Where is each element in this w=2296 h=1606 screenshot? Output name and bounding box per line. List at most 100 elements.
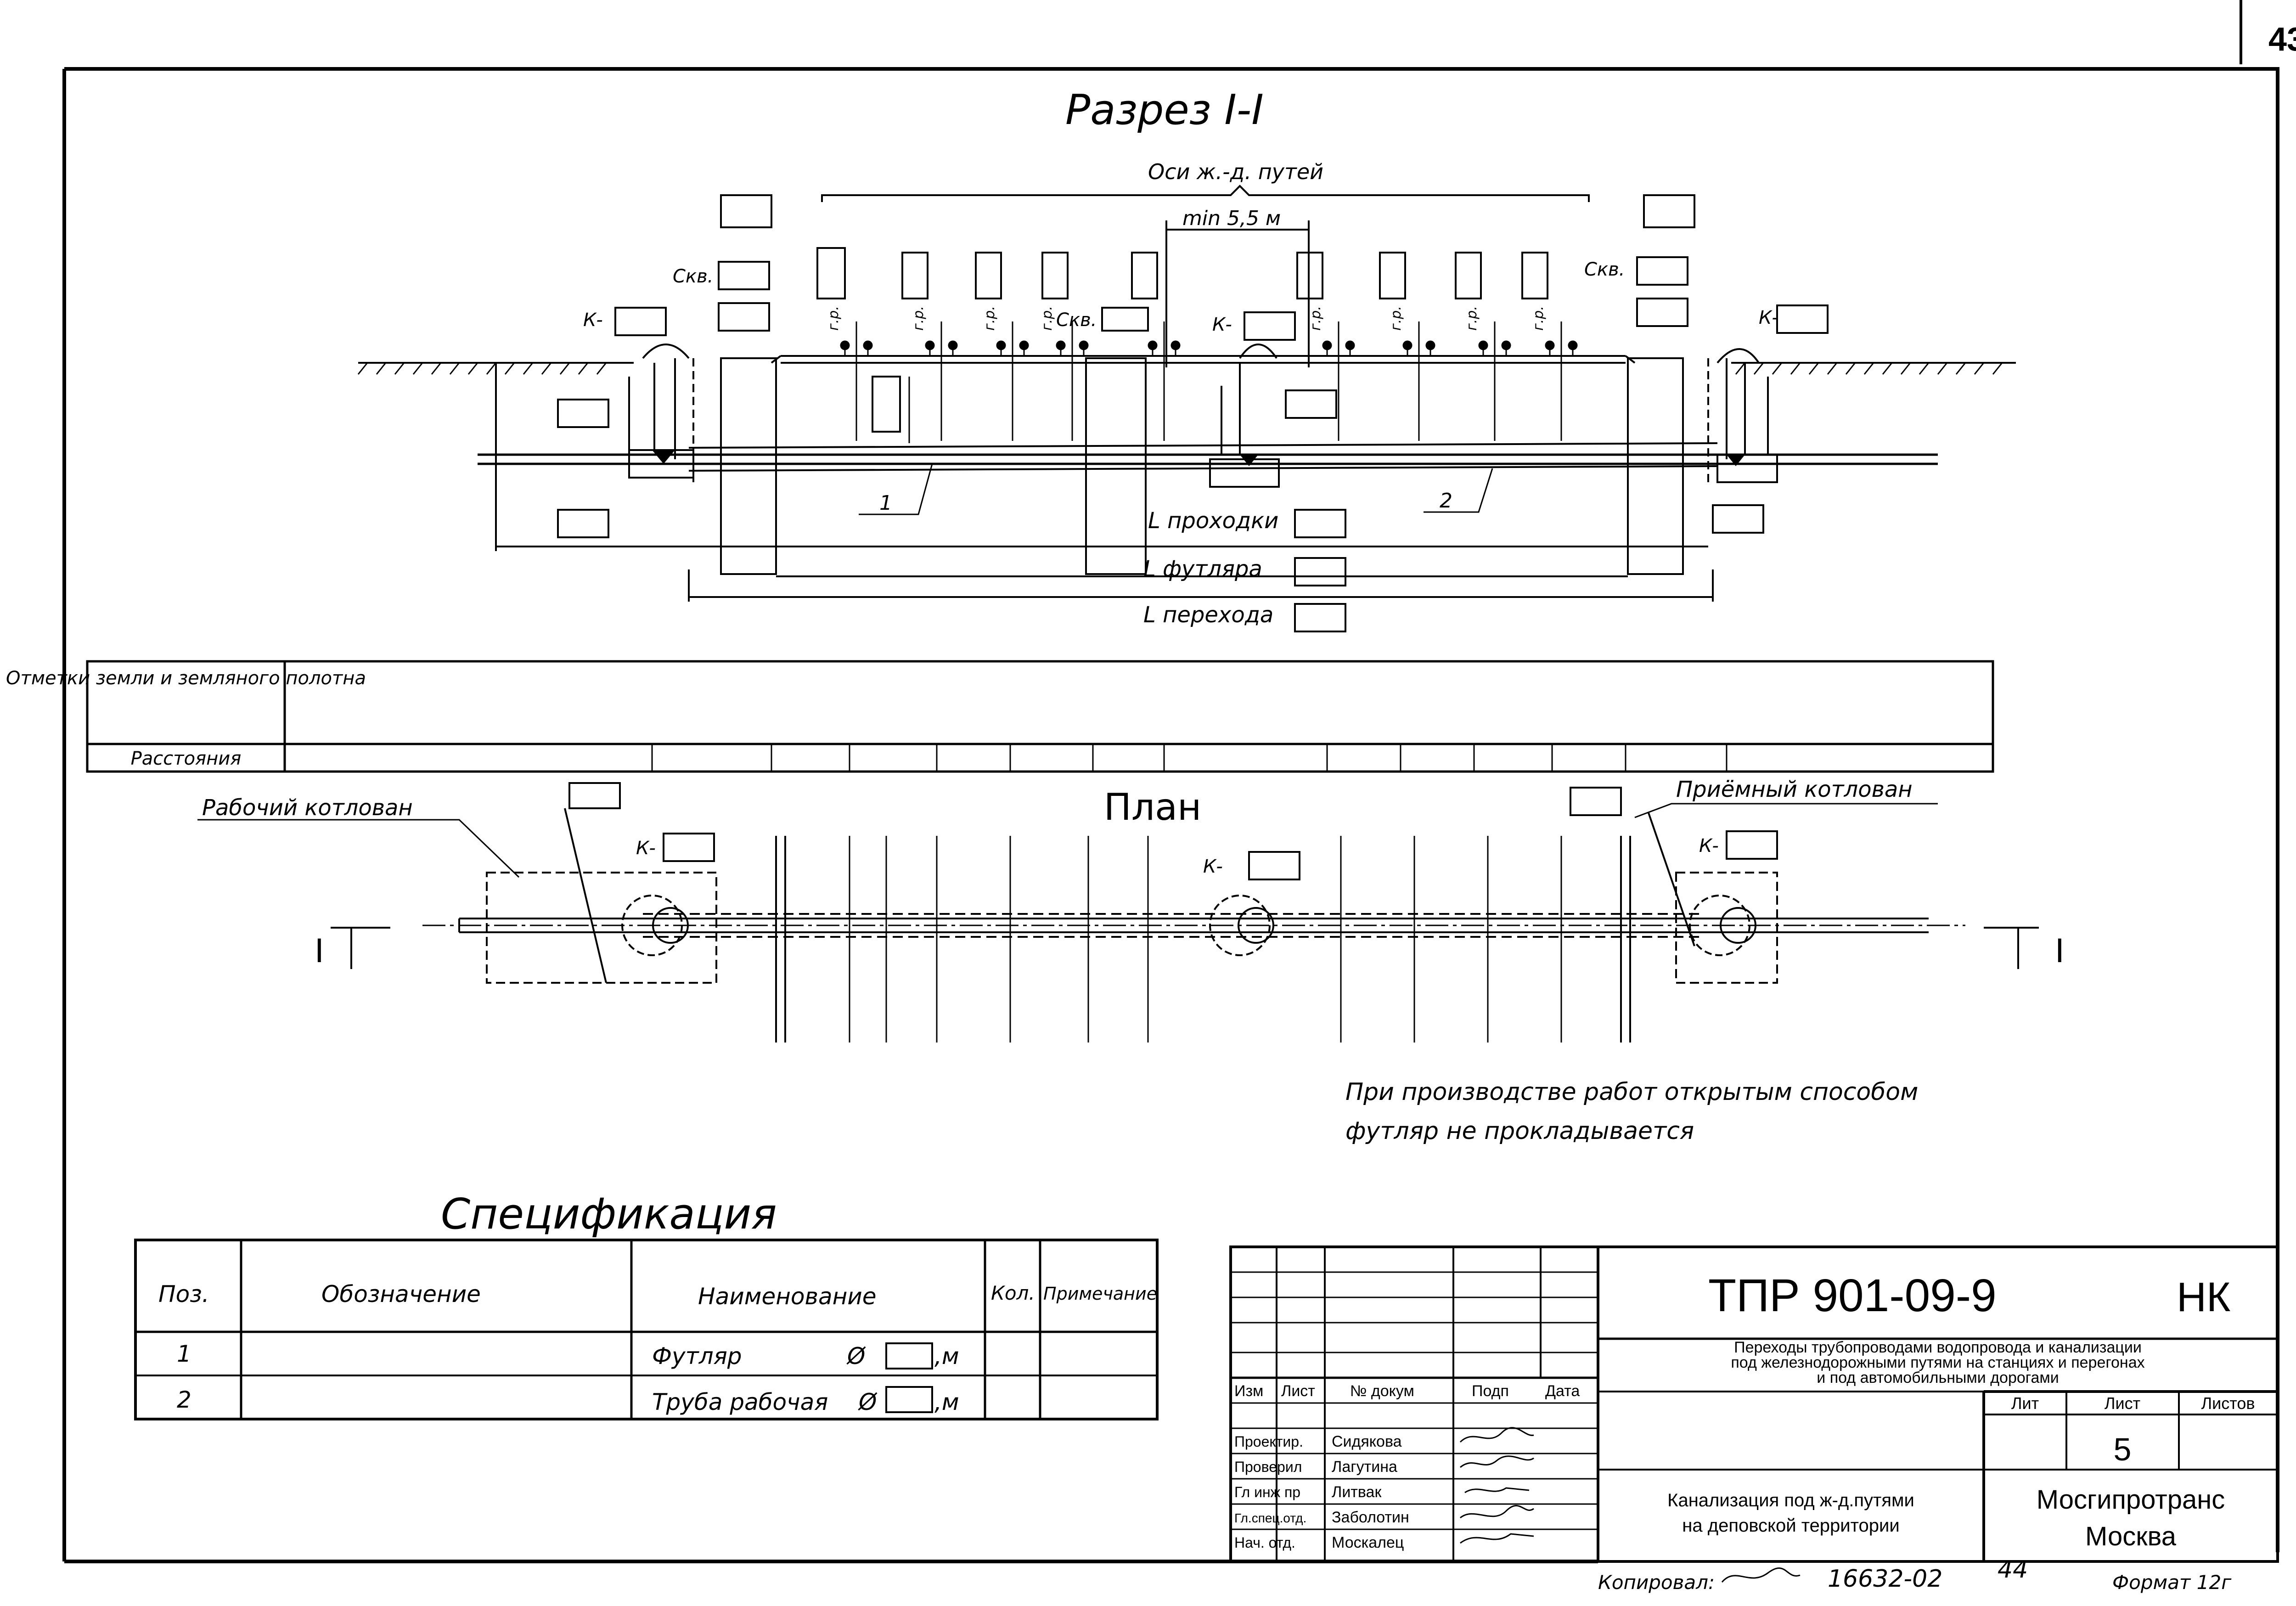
svg-text:Отметки земли и земляного поло: Отметки земли и земляного полотна [6,668,366,689]
format-label: Формат 12г [2112,1571,2232,1594]
section-marks [331,927,2039,969]
k-label: К- [1203,856,1223,877]
page-number: 44 [1998,1556,2028,1583]
rail-label: г.р. [1531,306,1547,331]
person-name: Литвак [1332,1483,1382,1501]
person-name: Заболотин [1332,1509,1409,1526]
rail-label: г.р. [982,306,998,331]
l-tunnel-label: L проходки [1148,508,1278,534]
spec-header-name: Наименование [698,1283,877,1310]
stamp-header-sheets: Листов [2201,1394,2255,1413]
l-tunnel-box [1294,509,1346,538]
org-line-2: Москва [2085,1521,2177,1551]
person-role: Проверил [1234,1459,1302,1475]
pipe-section [478,442,1938,472]
plan-sheet-piles [775,836,1631,1042]
rail-label: г.р. [1464,306,1480,331]
rail-label: г.р. [1308,306,1324,331]
rails [840,340,1578,356]
k-label: К- [1759,307,1778,328]
spec-row2-unit: ,м [934,1389,959,1415]
document-mark: НК [2177,1274,2230,1320]
rev-header-doc: № докум [1350,1382,1414,1400]
description-line-3: и под автомобильными дорогами [1817,1369,2059,1386]
working-pit-leader [197,819,520,878]
rev-header-izm: Изм [1234,1382,1263,1400]
object-line-1: Канализация под ж-д.путями [1667,1490,1914,1510]
stamp-header-lit: Лит [2011,1394,2039,1413]
person-role: Гл.спец.отд. [1234,1511,1306,1525]
spec-header-qty: Кол. [991,1282,1035,1304]
sheet-number: 5 [2114,1431,2132,1467]
receiving-pit-label: Приёмный котлован [1676,777,1913,802]
rail-label: г.р. [1039,306,1055,331]
min-spacing-label: min 5,5 м [1182,207,1281,230]
note-line-2: футляр не прокладывается [1345,1117,1694,1145]
person-name: Москалец [1332,1534,1404,1551]
object-line-2: на деповской территории [1682,1516,1899,1536]
spec-row2-dia: Ø [858,1389,878,1415]
well-label: Скв. [673,266,713,287]
section-title: Разрез I-I [1065,86,1264,134]
inventory-number: 16632-02 [1828,1565,1942,1593]
l-casing-label: L футляра [1143,556,1262,582]
pipe-2-label: 2 [1440,489,1452,513]
rev-header-date: Дата [1545,1382,1580,1400]
spec-row2-name: Труба рабочая [652,1389,828,1415]
spec-row2-pos: 2 [177,1386,191,1413]
stamp-header-sheet: Лист [2105,1394,2140,1413]
document-code: ТПР 901-09-9 [1708,1270,1997,1321]
revision-grid [1231,1247,1598,1561]
person-name: Лагутина [1332,1458,1397,1476]
description-line-2: под железнодорожными путями на станциях … [1731,1354,2144,1371]
plan-pipe [422,913,1965,938]
well-label: Скв. [1056,310,1097,331]
l-casing-box [1294,557,1346,586]
rev-header-list: Лист [1281,1382,1315,1400]
length-dimensions [495,363,1714,602]
profile-row1-label: Отметки земли и земляного полотна [6,668,366,689]
manholes-section [628,344,1778,488]
description-line-1: Переходы трубопроводами водопровода и ка… [1734,1339,2142,1356]
section-mark-right: I [2055,932,2065,970]
profile-table [86,660,1994,773]
l-crossing-box [1294,603,1346,632]
rail-label: г.р. [911,306,927,331]
pipe-1-label: 1 [879,491,892,515]
min-spacing-dim [1165,220,1310,367]
track-axes [855,321,1562,441]
plan-manholes [621,895,1756,956]
person-role: Гл инж пр [1234,1484,1300,1500]
spec-row1-unit: ,м [934,1343,959,1369]
k-label: К- [636,838,656,859]
spec-row1-name: Футляр [652,1343,742,1369]
well-label: Скв. [1584,259,1625,280]
pipe-leaders [859,463,1493,515]
k-label: К- [1699,835,1719,857]
person-name: Сидякова [1332,1433,1402,1450]
rail-labels: г.р. г.р. г.р. г.р. г.р. г.р. г.р. г.р. [826,306,1547,331]
person-role: Проектир. [1234,1433,1303,1450]
note-line-1: При производстве работ открытым способом [1345,1078,1918,1106]
sheet-corner-number: 43 [2268,21,2296,58]
title-block [1229,1245,2279,1563]
spec-row1-dia: Ø [846,1343,866,1369]
signatures [1459,1427,1534,1544]
ground-hatching [357,362,2003,375]
copied-by-label: Копировал: [1598,1571,1715,1594]
copier-signature [1721,1567,1801,1583]
spec-title: Спецификация [441,1189,777,1239]
plan-pits [486,808,1778,984]
spec-row1-pos: 1 [177,1341,191,1367]
profile-row2-label: Расстояния [131,748,242,769]
axes-brace [821,185,1590,202]
spec-row1-dia-box [885,1342,933,1369]
k-label: К- [583,310,603,331]
spec-row2-dia-box [885,1386,933,1413]
org-line-1: Мосгипротранс [2037,1485,2225,1515]
rev-header-sign: Подп [1472,1382,1509,1400]
person-role: Нач. отд. [1234,1534,1295,1551]
axes-label: Оси ж.-д. путей [1148,159,1323,184]
plan-tracks [849,836,1562,1042]
